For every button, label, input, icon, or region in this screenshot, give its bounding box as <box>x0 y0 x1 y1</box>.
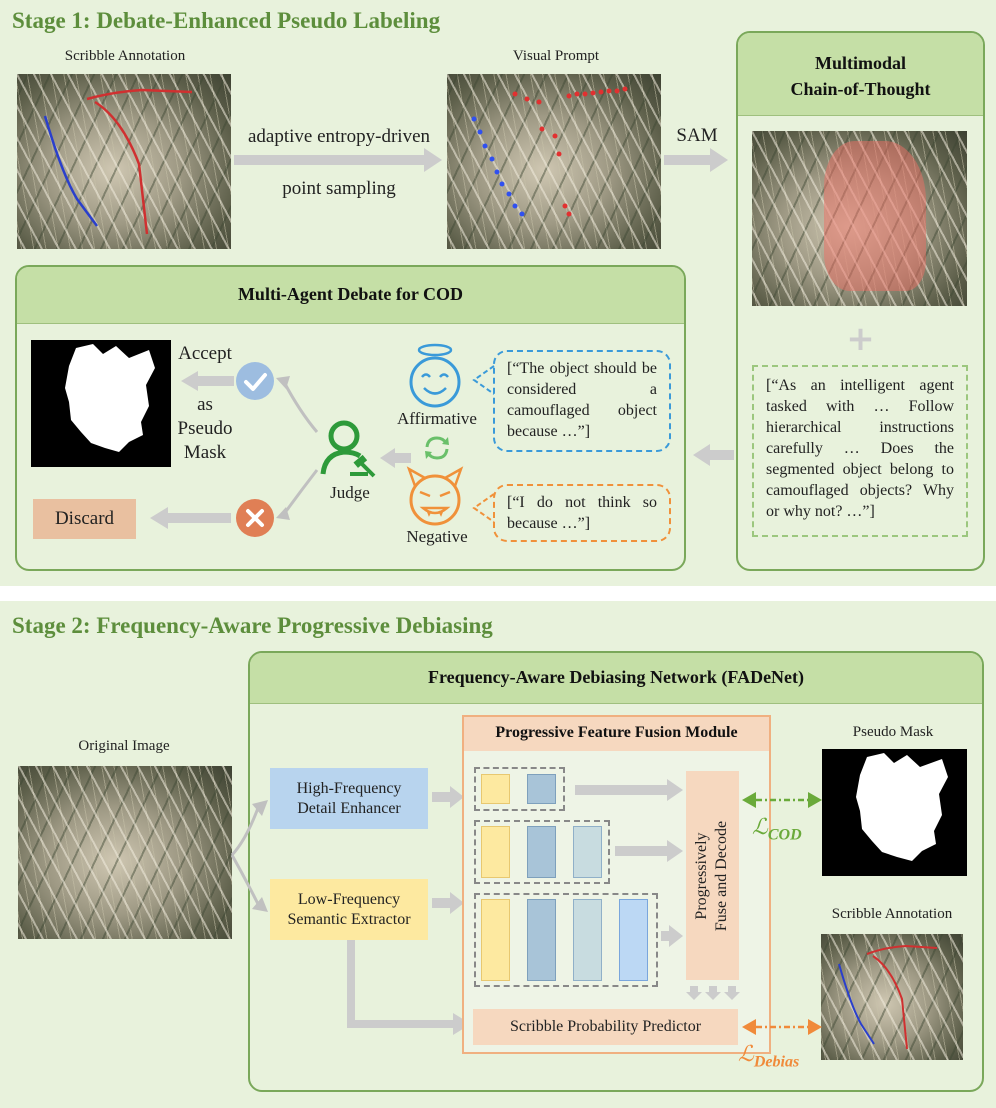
sampling-label-line2: point sampling <box>282 178 396 199</box>
feature-block-high <box>527 774 556 804</box>
judge-label: Judge <box>330 483 370 502</box>
pseudo-mask-image <box>822 749 967 876</box>
accepted-pseudo-mask-image <box>31 340 171 467</box>
loss-debias-label: ℒDebias <box>738 1041 799 1071</box>
fuse-line1: Progressively <box>693 831 711 920</box>
feature-block-low <box>481 899 510 981</box>
feature-block-fused <box>573 826 602 878</box>
extractor-to-pffm-arrows <box>432 786 464 914</box>
negative-label: Negative <box>406 527 468 546</box>
sampling-label-line1: adaptive entropy-driven <box>247 126 430 147</box>
feature-block-refined <box>619 899 648 981</box>
groups-to-fuse-arrows <box>575 779 683 947</box>
check-circle-icon <box>236 362 274 400</box>
feature-group-2 <box>474 820 610 884</box>
high-freq-line1: High-Frequency <box>296 779 402 797</box>
feature-block-high <box>527 899 556 981</box>
pseudo-mask-caption: Pseudo Mask <box>852 724 934 740</box>
feature-block-low <box>481 774 510 804</box>
input-branch-arrows <box>230 800 268 912</box>
feature-block-low <box>481 826 510 878</box>
progressive-fuse-decode-block: Progressively Fuse and Decode <box>686 771 739 980</box>
pseudo-label: Pseudo <box>177 418 233 439</box>
low-freq-line2: Semantic Extractor <box>287 910 411 928</box>
loss-cod-symbol: ℒ <box>752 814 768 839</box>
cot-prompt-text: [“As an intelligent agent tasked with … … <box>752 365 968 537</box>
loss-cod-label: ℒCOD <box>752 814 802 844</box>
low-freq-line1: Low-Frequency <box>297 890 401 908</box>
original-image-caption: Original Image <box>78 738 170 754</box>
original-image <box>18 766 232 939</box>
high-frequency-detail-enhancer: High-Frequency Detail Enhancer <box>270 768 428 829</box>
cycle-arrows-icon <box>425 436 449 460</box>
fadenet-header <box>250 653 982 704</box>
feature-block-high <box>527 826 556 878</box>
as-label: as <box>197 394 213 415</box>
scribble-annotation-image-2 <box>821 934 963 1060</box>
scribble-probability-predictor: Scribble Probability Predictor <box>473 1009 738 1045</box>
negative-bubble-pointer <box>472 493 495 523</box>
multimodal-cot-header <box>738 33 983 116</box>
debate-title: Multi-Agent Debate for COD <box>237 284 464 304</box>
feature-group-1 <box>474 767 565 811</box>
cot-title-line2: Chain-of-Thought <box>790 79 931 99</box>
pffm-title: Progressive Feature Fusion Module <box>495 724 738 741</box>
discard-box: Discard <box>33 499 136 539</box>
sam-segmentation-image <box>752 131 967 306</box>
devil-face-icon <box>406 466 464 526</box>
scribble-annotation-caption-2: Scribble Annotation <box>831 906 953 922</box>
discard-arrow <box>150 507 231 529</box>
pffm-header <box>464 717 769 751</box>
fuse-to-predictor-arrows <box>686 986 740 1000</box>
mask-label: Mask <box>183 442 227 463</box>
visual-prompt-caption: Visual Prompt <box>512 48 600 64</box>
negative-argument-text: [“I do not think so because …”] <box>493 484 671 542</box>
scribble-annotation-caption: Scribble Annotation <box>64 48 186 64</box>
accept-label: Accept <box>178 343 232 364</box>
high-freq-line2: Detail Enhancer <box>297 799 401 817</box>
judge-branch-arrows <box>276 376 319 520</box>
stage2-title: Stage 2: Frequency-Aware Progressive Deb… <box>12 613 493 638</box>
cross-circle-icon <box>236 499 274 537</box>
cot-to-debate-arrow <box>693 444 734 466</box>
loss-cod-subscript: COD <box>767 826 802 844</box>
feature-group-3 <box>474 893 658 987</box>
loss-cod-connector <box>742 792 822 808</box>
loss-debias-connector <box>742 1019 822 1035</box>
judge-icon <box>320 420 376 478</box>
visual-prompt-image <box>447 74 661 249</box>
sam-arrow <box>664 148 728 172</box>
stage1-title: Stage 1: Debate-Enhanced Pseudo Labeling <box>12 8 441 33</box>
cot-title-line1: Multimodal <box>814 53 906 73</box>
low-frequency-semantic-extractor: Low-Frequency Semantic Extractor <box>270 879 428 940</box>
fadenet-title: Frequency-Aware Debiasing Network (FADeN… <box>427 667 805 687</box>
loss-debias-symbol: ℒ <box>738 1041 754 1066</box>
agents-to-judge-arrow <box>380 448 411 468</box>
debate-header <box>17 267 684 324</box>
scribble-annotation-image <box>17 74 231 249</box>
sam-label: SAM <box>676 125 718 146</box>
angel-face-icon <box>409 343 461 408</box>
multimodal-cot-box: Multimodal Chain-of-Thought + [“As an in… <box>736 31 985 571</box>
accept-arrow <box>181 371 234 391</box>
feature-block-fused <box>573 899 602 981</box>
loss-debias-subscript: Debias <box>753 1053 800 1071</box>
low-freq-to-predictor-arrow <box>347 940 471 1035</box>
fuse-line2: Fuse and Decode <box>713 820 731 931</box>
affirmative-label: Affirmative <box>397 409 477 428</box>
plus-icon: + <box>846 319 875 359</box>
affirmative-bubble-pointer <box>472 365 495 395</box>
affirmative-argument-text: [“The object should be considered a camo… <box>493 350 671 452</box>
sampling-arrow <box>234 148 442 172</box>
